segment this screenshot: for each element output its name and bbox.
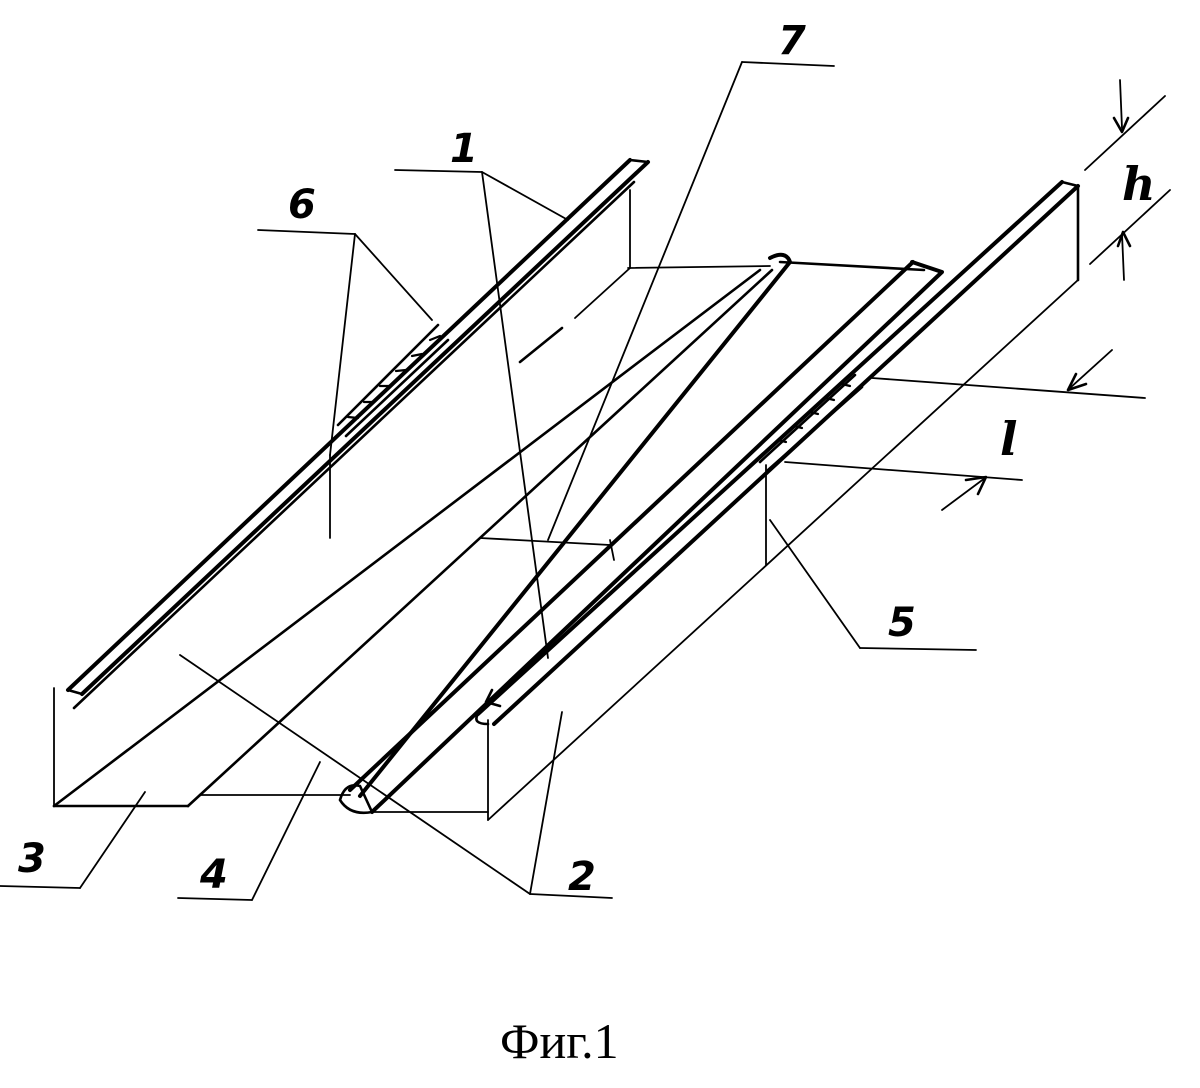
dimension-l-label: l (1000, 412, 1017, 466)
central-plate (200, 266, 772, 795)
central-bead (340, 255, 942, 813)
label-1: 1 (450, 126, 478, 172)
label-6: 6 (288, 182, 316, 228)
figure-caption: Фиг.1 (500, 1013, 619, 1069)
left-profile (54, 160, 760, 806)
label-4: 4 (199, 852, 228, 898)
dimension-l (785, 350, 1145, 510)
label-7: 7 (778, 18, 806, 64)
dimension-h-label: h (1122, 157, 1155, 211)
label-2: 2 (568, 854, 596, 900)
label-5: 5 (888, 600, 916, 646)
label-3: 3 (18, 836, 46, 882)
